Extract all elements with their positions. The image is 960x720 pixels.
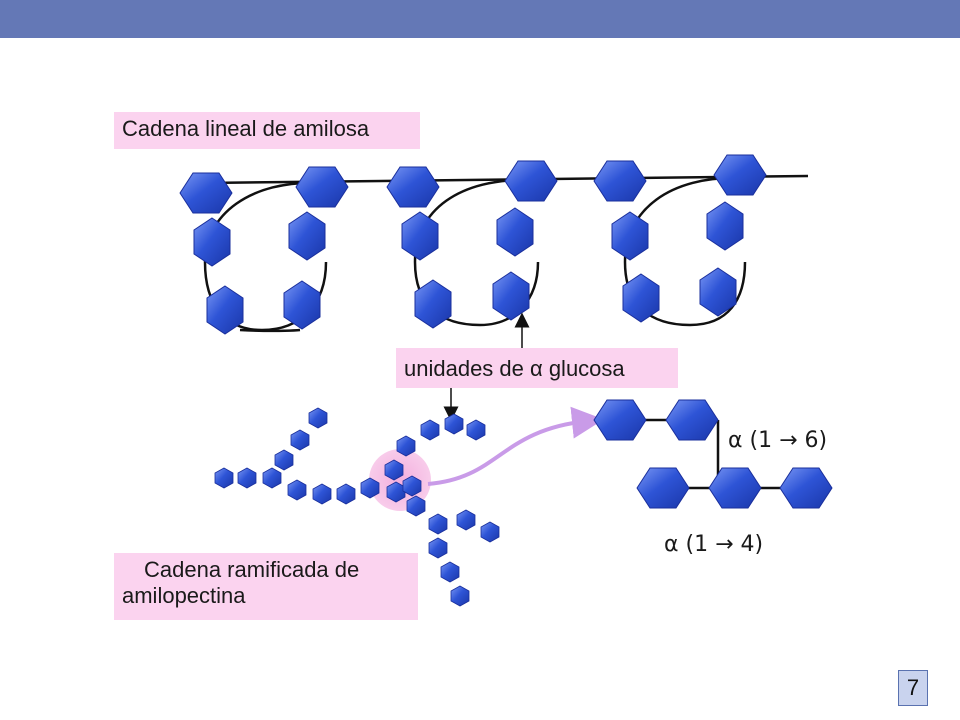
page-number[interactable]: 7 — [898, 670, 928, 706]
alpha-1-6-bond-label: α (1 → 6) — [728, 428, 828, 453]
amylopectin-chain-label: Cadena ramificada de amilopectina — [114, 553, 418, 620]
glucose-units-label: unidades de α glucosa — [396, 348, 678, 388]
amylose-chain-label: Cadena lineal de amilosa — [114, 112, 420, 149]
amylopectin-label-line2: amilopectina — [122, 583, 246, 608]
amylopectin-label-line1: Cadena ramificada de — [144, 557, 360, 582]
amylose-top-units — [179, 154, 767, 214]
zoomed-branch-units — [593, 399, 833, 509]
alpha-1-4-bond-label: α (1 → 4) — [664, 532, 764, 557]
top-bar — [0, 0, 960, 38]
